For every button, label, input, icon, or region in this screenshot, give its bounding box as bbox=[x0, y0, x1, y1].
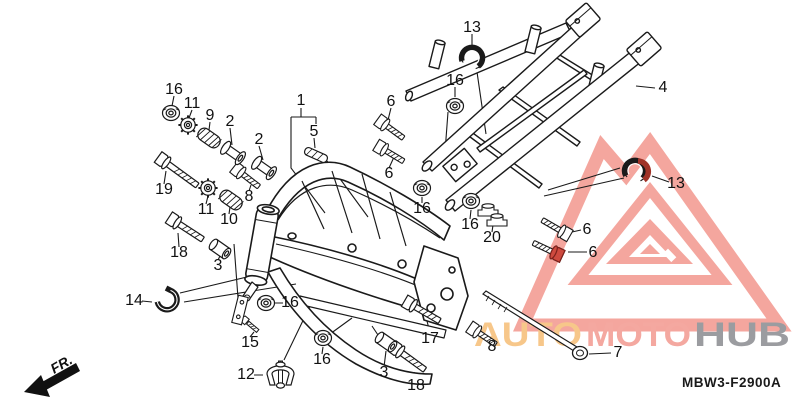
spring-icon bbox=[216, 187, 246, 213]
callout-12[interactable]: 12 bbox=[237, 366, 255, 383]
collar-icon bbox=[218, 139, 248, 167]
callout-4[interactable]: 4 bbox=[658, 79, 668, 96]
watermark-text-hub: HUB bbox=[694, 316, 790, 354]
callout-3[interactable]: 3 bbox=[379, 364, 389, 381]
callout-20[interactable]: 20 bbox=[483, 229, 501, 246]
flange-nut-icon bbox=[445, 97, 465, 115]
callout-11[interactable]: 11 bbox=[197, 201, 215, 218]
spring-icon bbox=[194, 125, 224, 151]
bolt-icon bbox=[371, 138, 408, 168]
hardware-parts bbox=[154, 45, 652, 389]
diagram-part-code: MBW3-F2900A bbox=[682, 375, 782, 390]
fr-arrowhead-icon bbox=[24, 375, 50, 397]
callout-9[interactable]: 9 bbox=[205, 107, 215, 124]
callout-17[interactable]: 17 bbox=[421, 330, 439, 347]
callout-11[interactable]: 11 bbox=[183, 95, 201, 112]
rear-subframe-drawing bbox=[404, 2, 662, 212]
watermark-text: AUTO MOTO HUB bbox=[474, 316, 790, 354]
lock-nut-icon bbox=[177, 114, 199, 136]
callout-13[interactable]: 13 bbox=[667, 175, 685, 192]
callout-6[interactable]: 6 bbox=[386, 93, 396, 110]
bolt-icon bbox=[372, 113, 409, 145]
clamp-icon bbox=[266, 360, 295, 389]
callout-2[interactable]: 2 bbox=[225, 113, 235, 130]
callout-16[interactable]: 16 bbox=[165, 81, 183, 98]
callout-10[interactable]: 10 bbox=[220, 211, 238, 228]
watermark-middle-triangle bbox=[567, 181, 733, 285]
callout-15[interactable]: 15 bbox=[241, 334, 259, 351]
watermark-text-moto: MOTO bbox=[586, 316, 691, 354]
stay-plate-icon bbox=[303, 146, 329, 164]
callout-13[interactable]: 13 bbox=[463, 19, 481, 36]
callout-7[interactable]: 7 bbox=[613, 344, 623, 361]
callout-18[interactable]: 18 bbox=[170, 244, 188, 261]
callout-3[interactable]: 3 bbox=[213, 257, 223, 274]
fr-arrow-icon bbox=[42, 363, 80, 390]
flange-nut-icon bbox=[412, 179, 432, 197]
front-direction-indicator: FR. bbox=[24, 351, 80, 397]
callout-16[interactable]: 16 bbox=[281, 294, 299, 311]
callout-8[interactable]: 8 bbox=[487, 338, 497, 355]
callout-16[interactable]: 16 bbox=[313, 351, 331, 368]
wire-hook-icon bbox=[155, 287, 178, 312]
collar-icon bbox=[249, 154, 279, 182]
callout-16[interactable]: 16 bbox=[446, 72, 464, 89]
callout-1[interactable]: 1 bbox=[296, 92, 306, 109]
callout-19[interactable]: 19 bbox=[155, 181, 173, 198]
flange-nut-icon bbox=[256, 294, 276, 312]
highlighted-bolt-head bbox=[549, 245, 566, 264]
callout-18[interactable]: 18 bbox=[407, 377, 425, 394]
callout-5[interactable]: 5 bbox=[309, 123, 319, 140]
highlighted-clip-half bbox=[637, 158, 652, 183]
callout-16[interactable]: 16 bbox=[461, 216, 479, 233]
flange-nut-icon bbox=[313, 329, 333, 347]
bracket-plate-icon bbox=[231, 294, 249, 326]
lock-nut-icon bbox=[197, 177, 219, 199]
callout-14[interactable]: 14 bbox=[125, 292, 143, 309]
long-bolt-7 bbox=[482, 290, 589, 361]
flange-nut-icon bbox=[161, 104, 181, 122]
callout-6[interactable]: 6 bbox=[582, 221, 592, 238]
main-frame-drawing bbox=[242, 161, 469, 386]
callout-16[interactable]: 16 bbox=[413, 200, 431, 217]
callout-6[interactable]: 6 bbox=[384, 165, 394, 182]
callout-8[interactable]: 8 bbox=[244, 188, 254, 205]
callout-6[interactable]: 6 bbox=[588, 244, 598, 261]
callout-2[interactable]: 2 bbox=[254, 131, 264, 148]
flange-nut-icon bbox=[461, 192, 481, 210]
